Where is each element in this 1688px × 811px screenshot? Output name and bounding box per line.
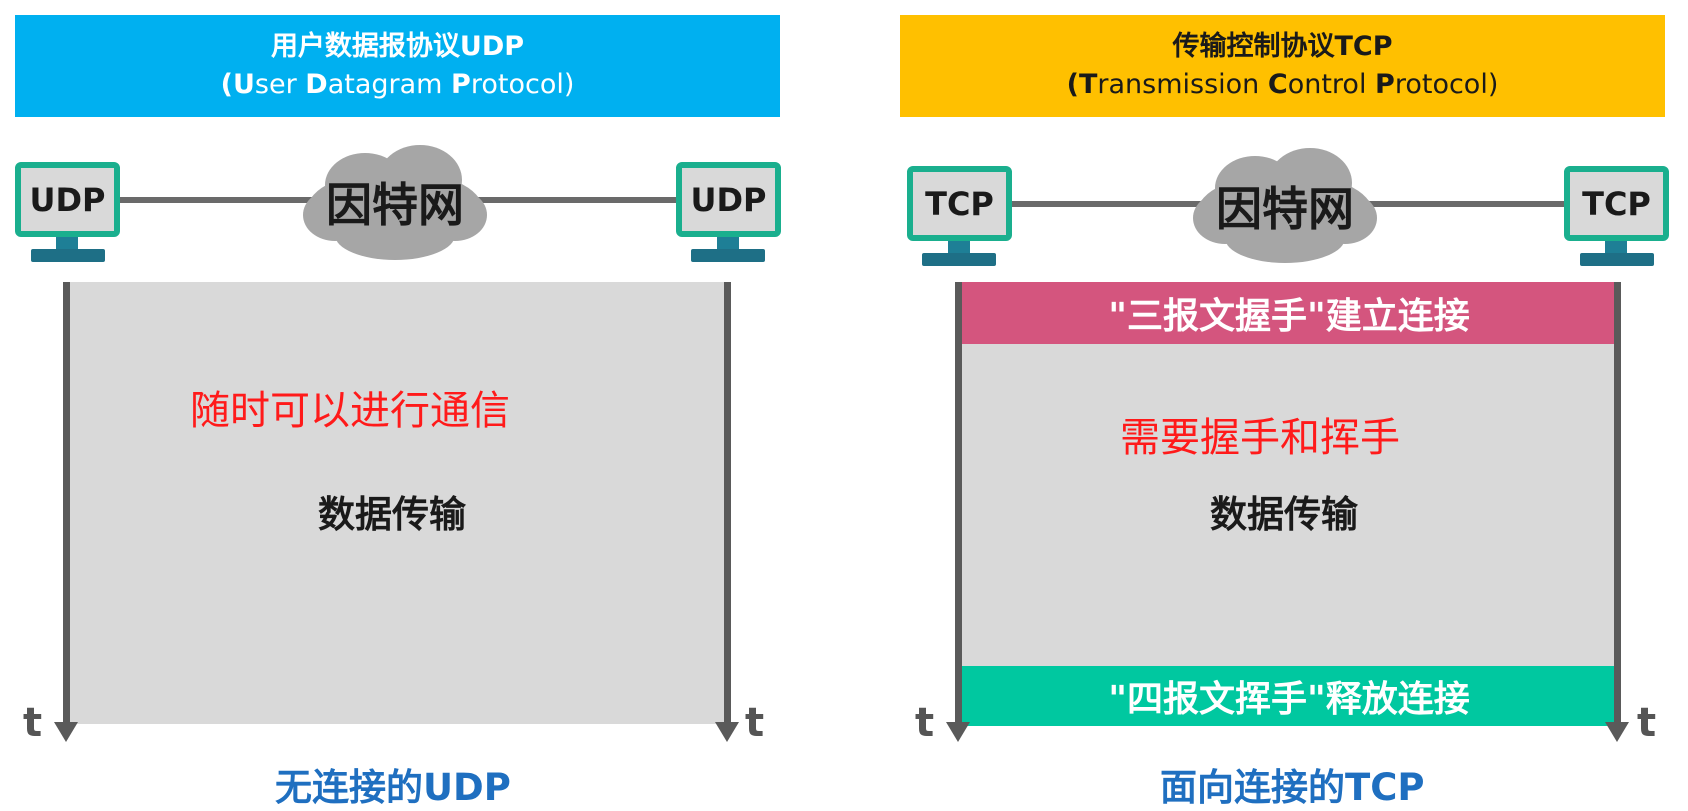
tcp-cloud-label: 因特网	[1216, 182, 1354, 236]
tcp-handshake-band: "三报文握手"建立连接	[962, 282, 1616, 344]
tcp-left-host-base	[922, 253, 996, 266]
udp-cloud-icon	[303, 145, 487, 260]
tcp-left-timeline	[955, 282, 962, 722]
tcp-left-host-neck	[948, 241, 970, 253]
udp-left-host-base	[31, 249, 105, 262]
udp-left-timeline	[63, 282, 70, 722]
udp-left-time-label: t	[23, 700, 43, 746]
tcp-right-timeline-arrow	[1605, 722, 1629, 742]
tcp-header: 传输控制协议TCP (Transmission Control Protocol…	[900, 15, 1665, 117]
tcp-cloud-icon	[1193, 148, 1377, 263]
tcp-wave-band: "四报文挥手"释放连接	[962, 666, 1616, 726]
udp-right-timeline	[724, 282, 731, 722]
tcp-communication-panel	[962, 282, 1616, 724]
udp-caption: 无连接的UDP	[275, 766, 511, 809]
tcp-left-time-label: t	[915, 700, 935, 746]
udp-communication-panel	[66, 282, 725, 724]
udp-left-timeline-arrow	[54, 722, 78, 742]
udp-left-host-screen: UDP	[15, 162, 120, 237]
udp-right-host-label: UDP	[690, 180, 767, 219]
tcp-caption: 面向连接的TCP	[1160, 766, 1425, 809]
tcp-right-host-label: TCP	[1582, 184, 1651, 223]
tcp-right-host-neck	[1605, 241, 1627, 253]
tcp-right-time-label: t	[1637, 700, 1657, 746]
udp-left-host-neck	[56, 237, 78, 249]
tcp-left-host-label: TCP	[925, 184, 994, 223]
udp-right-host-neck	[717, 237, 739, 249]
tcp-right-host-base	[1580, 253, 1654, 266]
tcp-header-subtitle: (Transmission Control Protocol)	[1066, 69, 1499, 100]
udp-left-host-label: UDP	[29, 180, 106, 219]
udp-data-transfer-label: 数据传输	[318, 493, 466, 536]
tcp-data-transfer-label: 数据传输	[1210, 493, 1358, 536]
udp-right-time-label: t	[745, 700, 765, 746]
tcp-right-host-screen: TCP	[1564, 166, 1669, 241]
tcp-note: 需要握手和挥手	[1120, 415, 1400, 461]
tcp-handshake-label: "三报文握手"建立连接	[1108, 296, 1470, 337]
udp-cloud-label: 因特网	[326, 178, 464, 232]
udp-right-timeline-arrow	[715, 722, 739, 742]
udp-header-title: 用户数据报协议UDP	[270, 31, 525, 63]
udp-header: 用户数据报协议UDP (User Datagram Protocol)	[15, 15, 780, 117]
tcp-left-timeline-arrow	[946, 722, 970, 742]
udp-right-host-base	[691, 249, 765, 262]
tcp-wave-label: "四报文挥手"释放连接	[1108, 679, 1470, 720]
tcp-left-host-screen: TCP	[907, 166, 1012, 241]
udp-note: 随时可以进行通信	[190, 388, 510, 434]
udp-header-subtitle: (User Datagram Protocol)	[220, 69, 575, 100]
udp-right-host-screen: UDP	[676, 162, 781, 237]
tcp-right-timeline	[1614, 282, 1621, 722]
tcp-header-title: 传输控制协议TCP	[1172, 31, 1393, 63]
